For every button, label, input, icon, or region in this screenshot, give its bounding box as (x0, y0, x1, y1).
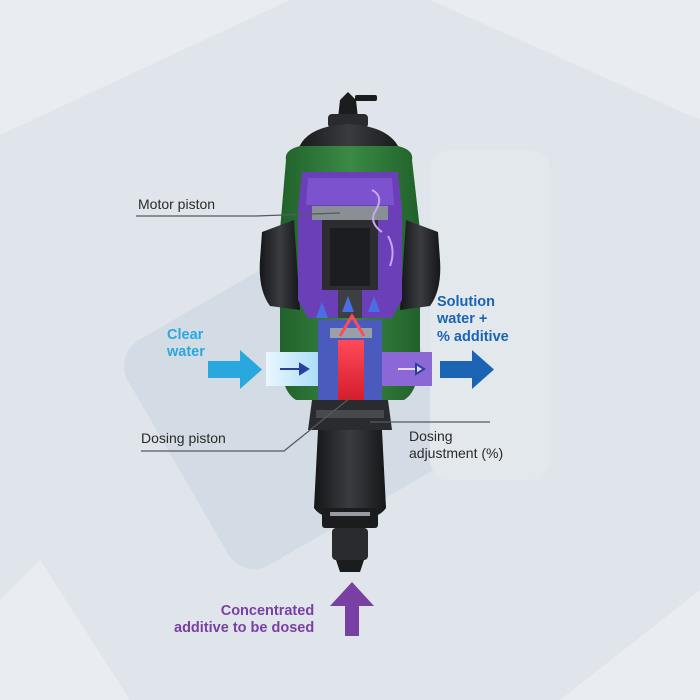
callout-lines (136, 212, 490, 452)
solution-water-line-2: water + (437, 311, 488, 328)
concentrated-additive-line-2: additive to be dosed (174, 620, 315, 637)
concentrated-additive-line-1: Concentrated (220, 603, 315, 619)
dosing-piston-leader (141, 397, 351, 452)
clear-water-label: Clear water (167, 327, 205, 362)
left-clamp (259, 220, 300, 310)
clear-water-line-2: water (167, 344, 205, 361)
internal-arrows (280, 362, 426, 376)
clear-water-arrow-icon (208, 350, 262, 389)
top-vent-fitting (338, 92, 358, 118)
solution-water-line-1: Solution (437, 294, 495, 310)
motor-piston-label: Motor piston (138, 196, 216, 212)
right-clamp (400, 220, 441, 310)
upward-flow-arrows (316, 296, 380, 318)
additive-arrow-icon (330, 582, 374, 636)
clear-water-line-1: Clear (167, 327, 204, 343)
solution-water-line-3: % additive (437, 328, 509, 345)
solution-water-arrow-icon (440, 350, 494, 389)
dosing-adjustment-label: Dosing adjustment (%) (409, 428, 503, 462)
solution-water-label: Solution water + % additive (437, 294, 509, 346)
dosing-piston-label: Dosing piston (141, 430, 226, 446)
dosing-adjustment-line-1: Dosing (409, 428, 453, 444)
concentrated-additive-label: Concentrated additive to be dosed (174, 603, 314, 638)
suction-fitting (332, 528, 368, 560)
suction-body (314, 430, 386, 520)
dosing-adjustment-line-2: adjustment (%) (409, 444, 504, 461)
motor-piston-plate (312, 206, 388, 220)
dosing-piston-red (338, 340, 364, 406)
motor-piston-leader (136, 212, 341, 217)
flow-arrows-chamber (371, 189, 394, 267)
